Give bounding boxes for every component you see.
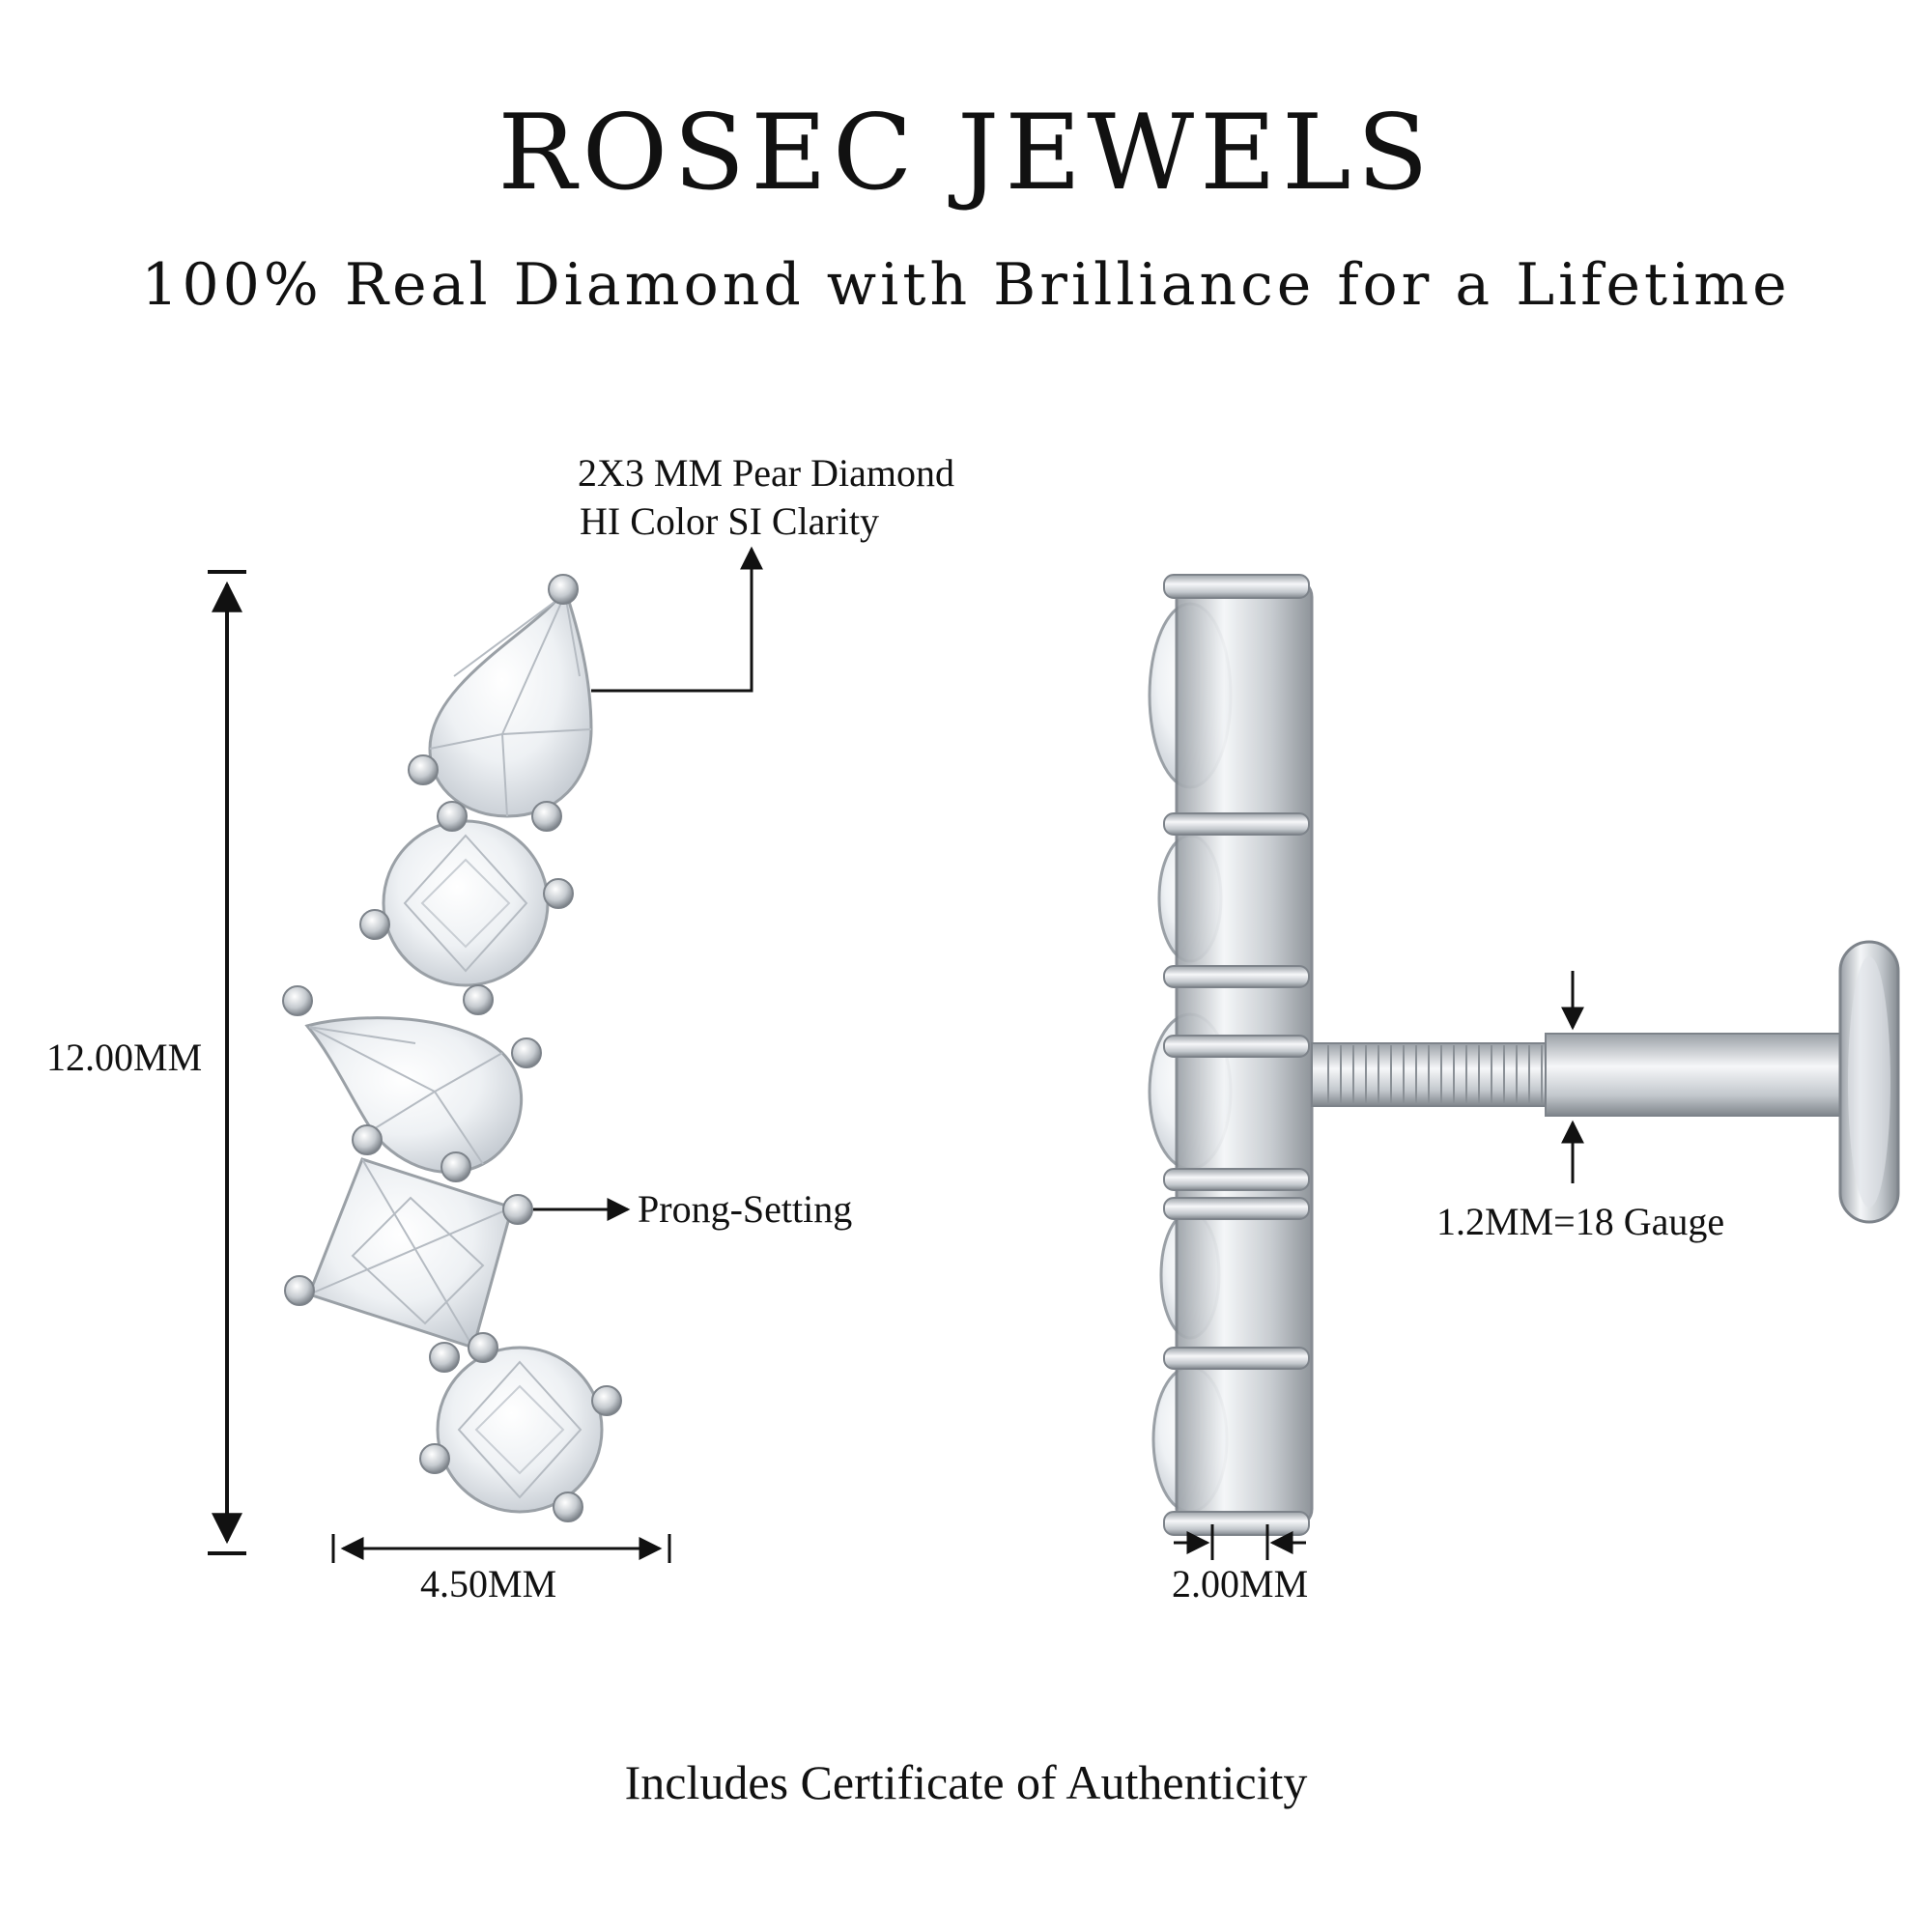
post-shaft [1545, 1033, 1865, 1117]
certificate-note: Includes Certificate of Authenticity [624, 1755, 1308, 1809]
side-view-earring [1148, 574, 1900, 1536]
depth-label: 2.00MM [1172, 1562, 1309, 1605]
round-diamond-2 [382, 819, 550, 987]
pear-diamond-middle [304, 1016, 524, 1174]
pear-callout-line [591, 546, 763, 693]
width-dimension [331, 1534, 671, 1563]
pear-diamond-label-line1: 2X3 MM Pear Diamond [578, 451, 954, 495]
princess-diamond [307, 1157, 514, 1350]
pear-diamond-label-line2: HI Color SI Clarity [580, 499, 879, 543]
pear-diamond-top [428, 585, 593, 818]
front-view-earring [282, 574, 622, 1522]
prong-setting-label: Prong-Setting [638, 1187, 853, 1231]
height-dimension [208, 570, 246, 1555]
width-label: 4.50MM [420, 1562, 557, 1605]
prongs [282, 574, 622, 1522]
prong-setting-point [502, 1194, 533, 1225]
round-diamond-bottom [436, 1346, 604, 1514]
gauge-label: 1.2MM=18 Gauge [1436, 1200, 1725, 1243]
height-label: 12.00MM [46, 1036, 203, 1079]
tagline: 100% Real Diamond with Brilliance for a … [141, 251, 1791, 319]
depth-dimension [1174, 1524, 1306, 1560]
screw-threads [1327, 1045, 1543, 1104]
brand-title: ROSEC JEWELS [497, 93, 1435, 213]
